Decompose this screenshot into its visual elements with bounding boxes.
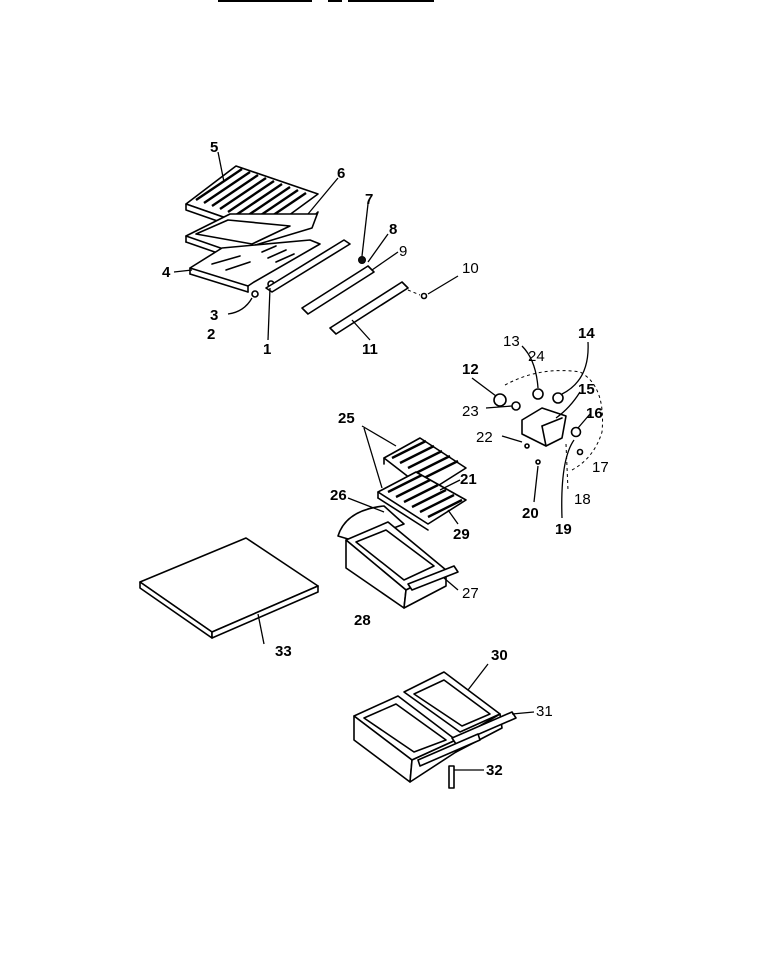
label-26: 26 <box>330 487 347 504</box>
label-20: 20 <box>522 505 539 522</box>
label-18: 18 <box>574 491 591 508</box>
label-9: 9 <box>399 243 407 260</box>
label-16: 16 <box>586 405 603 422</box>
part-3-clip <box>251 290 259 298</box>
label-30: 30 <box>491 647 508 664</box>
part-11-rail <box>329 281 409 335</box>
label-10: 10 <box>462 260 479 277</box>
leader-lines <box>173 151 591 771</box>
label-7: 7 <box>365 191 373 208</box>
part-33-glass-shelf <box>139 537 319 639</box>
label-32: 32 <box>486 762 503 779</box>
label-25: 25 <box>338 410 355 427</box>
label-13: 13 <box>503 333 520 350</box>
part-29-lower-shelf <box>377 471 467 531</box>
label-19: 19 <box>555 521 572 538</box>
part-26-drawer-cover <box>337 505 405 543</box>
label-21: 21 <box>460 471 477 488</box>
label-22: 22 <box>476 429 493 446</box>
label-33: 33 <box>275 643 292 660</box>
label-28: 28 <box>354 612 371 629</box>
label-17: 17 <box>592 459 609 476</box>
label-2: 2 <box>207 326 215 343</box>
label-11: 11 <box>362 341 378 358</box>
label-6: 6 <box>337 165 345 182</box>
label-3: 3 <box>210 307 218 324</box>
label-27: 27 <box>462 585 479 602</box>
part-25-upper-shelf <box>383 437 467 493</box>
label-31: 31 <box>536 703 553 720</box>
part-10-screw <box>407 289 428 300</box>
control-assembly <box>493 370 604 491</box>
label-23: 23 <box>462 403 479 420</box>
label-12: 12 <box>462 361 479 378</box>
label-1: 1 <box>263 341 271 358</box>
label-14: 14 <box>578 325 595 342</box>
part-28-drawer <box>345 521 447 609</box>
label-29: 29 <box>453 526 470 543</box>
label-5: 5 <box>210 139 218 156</box>
label-15: 15 <box>578 381 595 398</box>
part-6-shelf-frame <box>185 211 319 259</box>
callout-labels: 1 2 3 4 5 6 7 8 9 10 11 12 13 14 15 16 1… <box>162 139 609 779</box>
label-24: 24 <box>528 348 545 365</box>
part-32-drawer-slide <box>448 765 455 789</box>
label-8: 8 <box>389 221 397 238</box>
part-27-drawer-rail <box>407 565 459 591</box>
part-31-crisper-rail <box>417 711 517 767</box>
part-9-rail <box>301 256 375 315</box>
label-4: 4 <box>162 264 171 281</box>
part-4-shelf-lower <box>189 239 321 293</box>
